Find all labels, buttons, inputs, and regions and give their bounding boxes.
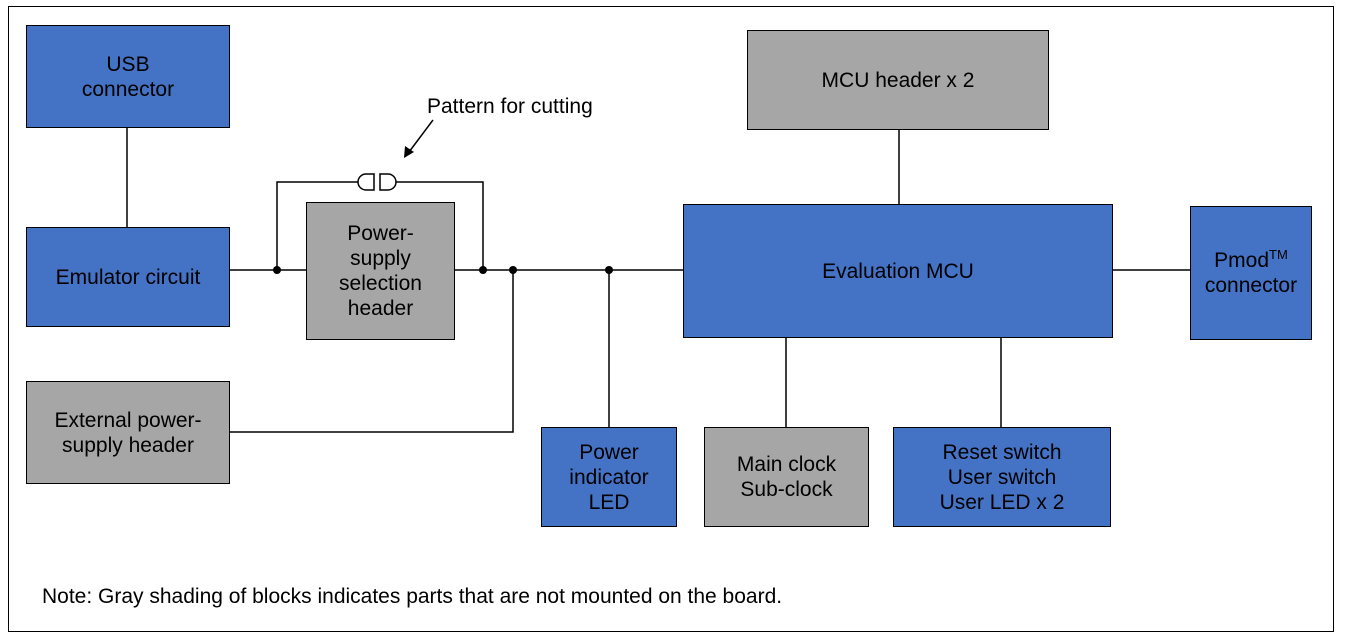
pmod-connector-block: PmodTM connector (1190, 206, 1312, 340)
evaluation-mcu-block: Evaluation MCU (683, 204, 1113, 338)
usb-connector-block: USB connector (26, 25, 230, 128)
power-indicator-led-block: Power indicator LED (541, 427, 677, 527)
note-text: Note: Gray shading of blocks indicates p… (42, 585, 783, 608)
junction-dot (273, 266, 281, 274)
main-sub-clock-block: Main clock Sub-clock (704, 427, 869, 527)
pmod-connector-label: connector (1204, 274, 1298, 297)
junction-dots (273, 266, 613, 274)
trademark-mark: TM (1269, 247, 1288, 262)
junction-dot (479, 266, 487, 274)
pointer-arrowhead (404, 146, 414, 158)
switches-leds-block: Reset switch User switch User LED x 2 (893, 427, 1111, 527)
cut-pattern-symbol (357, 173, 397, 191)
emulator-circuit-block: Emulator circuit (26, 227, 230, 327)
mcu-header-block: MCU header x 2 (747, 30, 1049, 130)
junction-dot (605, 266, 613, 274)
diagram-frame (8, 6, 1334, 632)
external-power-supply-header-block: External power- supply header (26, 381, 230, 484)
junction-dot (509, 266, 517, 274)
pattern-for-cutting-label: Pattern for cutting (427, 95, 593, 118)
wire-external-power (230, 270, 514, 433)
pointer-arrow (408, 119, 434, 153)
power-supply-selection-header-block: Power- supply selection header (306, 202, 455, 340)
pmod-name: PmodTM (1214, 247, 1288, 272)
